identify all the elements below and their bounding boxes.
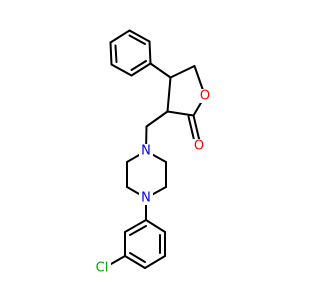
structure-diagram: O O N N Cl — [93, 29, 212, 276]
atom-label-nitrogen-bottom: N — [139, 191, 153, 206]
atom-label-chlorine: Cl — [93, 261, 111, 276]
chlorine-label: Cl — [96, 261, 109, 276]
nitrogen-top-label: N — [141, 144, 151, 159]
atom-label-ring-oxygen: O — [198, 89, 212, 104]
ring-oxygen-label: O — [200, 89, 210, 104]
atom-label-nitrogen-top: N — [139, 144, 153, 159]
carbonyl-oxygen-label: O — [194, 139, 204, 154]
chlorophenyl-ring — [103, 219, 166, 269]
phenyl-ring — [109, 29, 152, 77]
piperazine-ring — [126, 150, 167, 221]
nitrogen-bottom-label: N — [141, 191, 151, 206]
atom-label-carbonyl-oxygen: O — [192, 139, 206, 154]
